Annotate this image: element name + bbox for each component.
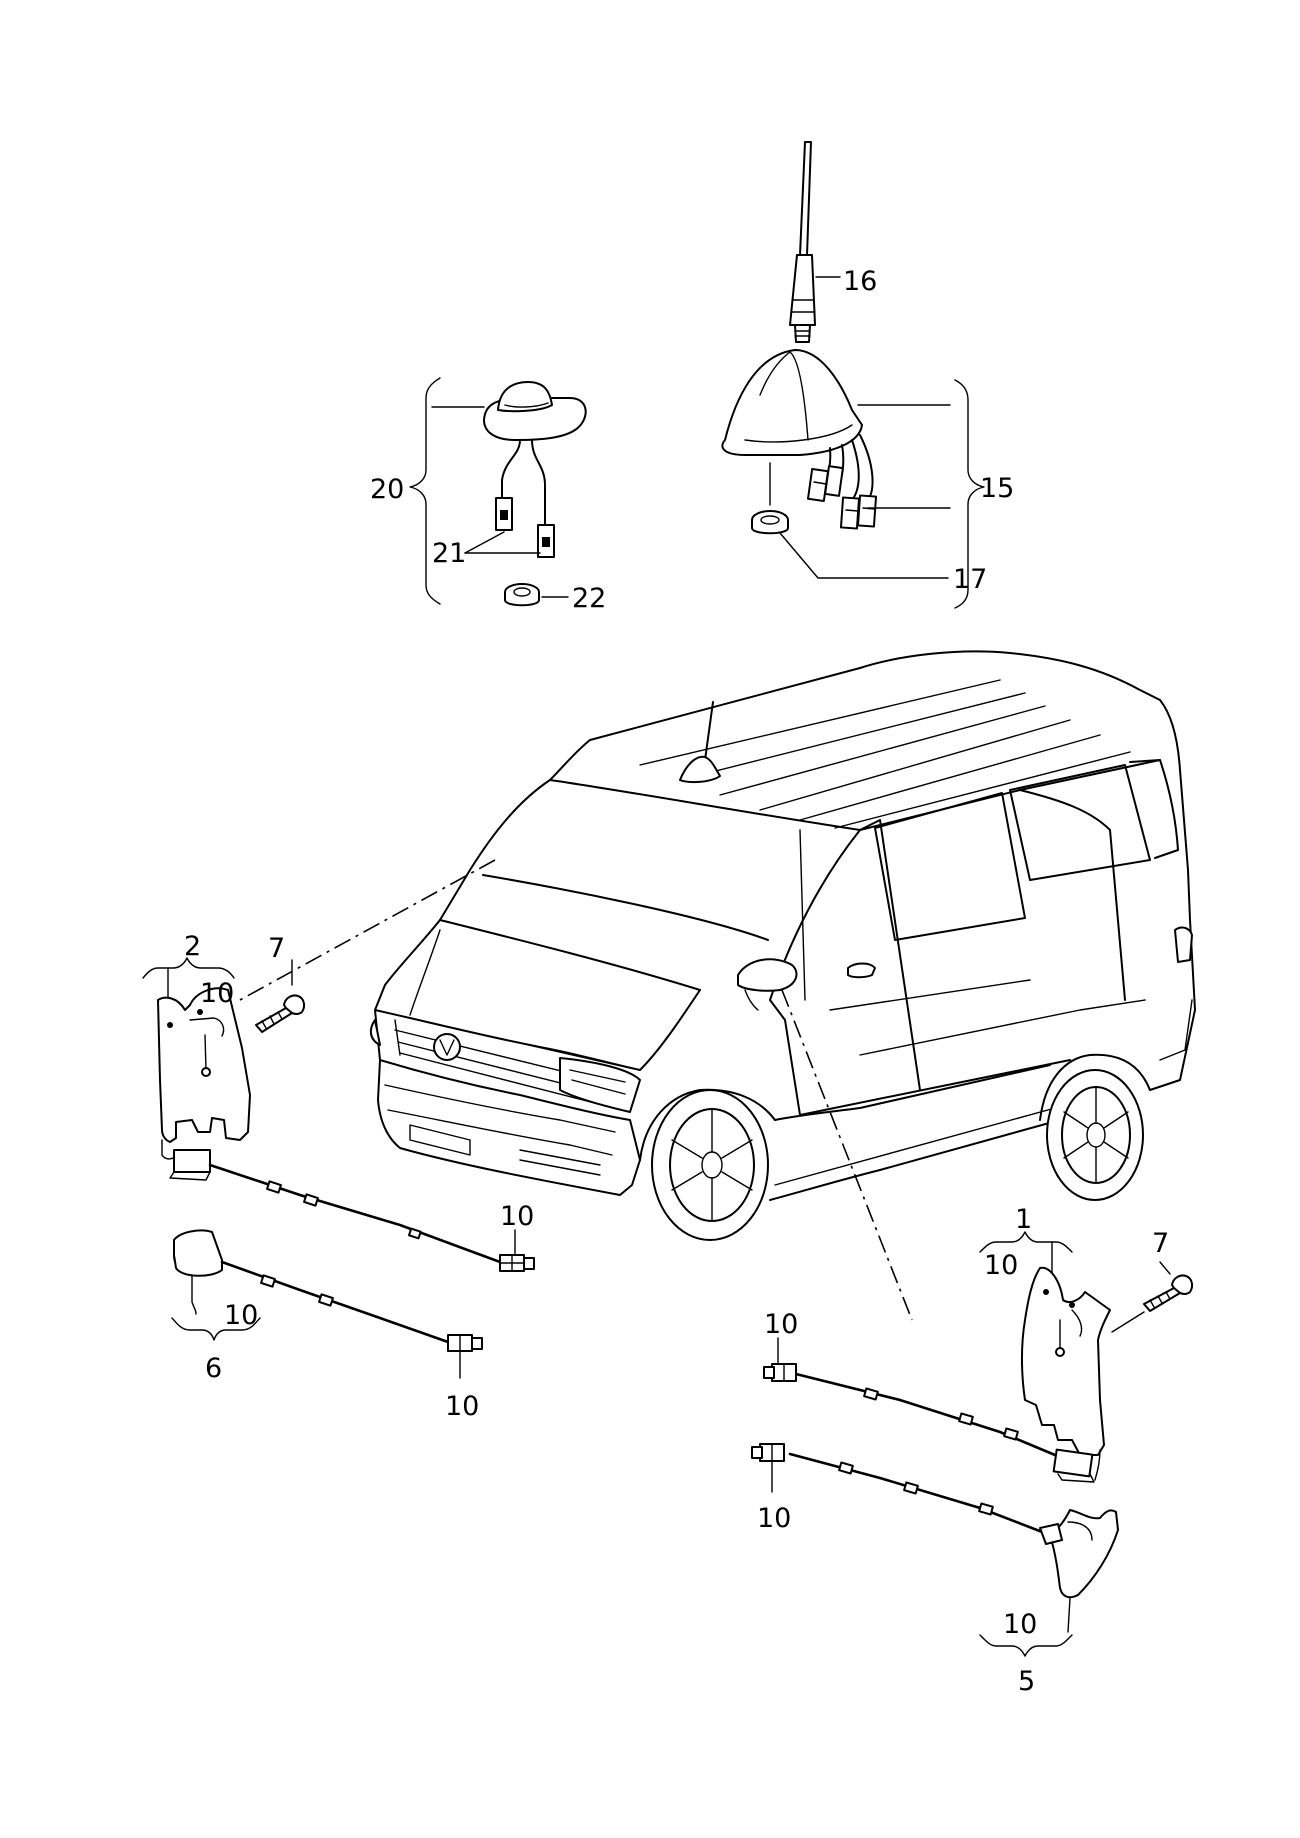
nut-17[interactable] (751, 462, 789, 535)
label-10-part-5: 10 (1003, 1609, 1037, 1640)
label-10-cable-2: 10 (500, 1201, 534, 1232)
roof-antenna-dome-20[interactable] (483, 381, 587, 558)
label-10-cable-6: 10 (445, 1391, 479, 1422)
bracket-1 (979, 1231, 1073, 1253)
label-22: 22 (572, 583, 606, 614)
label-10-part-6: 10 (224, 1300, 258, 1331)
windshield-antenna-2[interactable] (157, 967, 251, 1181)
cable-1[interactable] (763, 1363, 1057, 1457)
screw-7-right[interactable] (1111, 1261, 1194, 1333)
leader-17 (779, 532, 949, 579)
label-10-cable-5: 10 (757, 1503, 791, 1534)
label-17: 17 (953, 564, 987, 595)
bracket-2 (142, 957, 235, 979)
label-6: 6 (205, 1353, 222, 1384)
bracket-6 (171, 1317, 261, 1341)
label-15: 15 (980, 473, 1014, 504)
rod-antenna-16[interactable] (789, 141, 816, 343)
van (369, 650, 1196, 1241)
windshield-antenna-1[interactable] (1020, 1241, 1111, 1483)
label-5: 5 (1018, 1666, 1035, 1697)
rear-antenna-5[interactable] (1039, 1509, 1119, 1633)
callout-labels: 16 15 17 20 21 22 2 10 7 10 10 6 10 1 10… (184, 266, 1169, 1697)
cable-5[interactable] (751, 1443, 1052, 1537)
label-7-left: 7 (268, 933, 285, 964)
roof-antenna-base-15[interactable] (721, 349, 878, 530)
cable-2[interactable] (208, 1163, 535, 1272)
label-10-cable-1: 10 (764, 1309, 798, 1340)
label-1: 1 (1015, 1204, 1032, 1235)
bracket-15 (857, 379, 985, 609)
label-21: 21 (432, 538, 466, 569)
label-7-right: 7 (1152, 1228, 1169, 1259)
bracket-5 (979, 1634, 1073, 1657)
nut-22[interactable] (504, 583, 540, 607)
leader-21 (464, 531, 541, 554)
label-10-part-2: 10 (200, 978, 234, 1009)
label-20: 20 (370, 474, 404, 505)
label-10-part-1: 10 (984, 1250, 1018, 1281)
reference-lines (239, 859, 913, 1321)
cable-6[interactable] (220, 1260, 483, 1352)
screw-7-left[interactable] (255, 959, 306, 1033)
gps-antenna-6[interactable] (173, 1229, 223, 1315)
bracket-20 (409, 377, 485, 605)
label-2: 2 (184, 931, 201, 962)
label-16: 16 (843, 266, 877, 297)
